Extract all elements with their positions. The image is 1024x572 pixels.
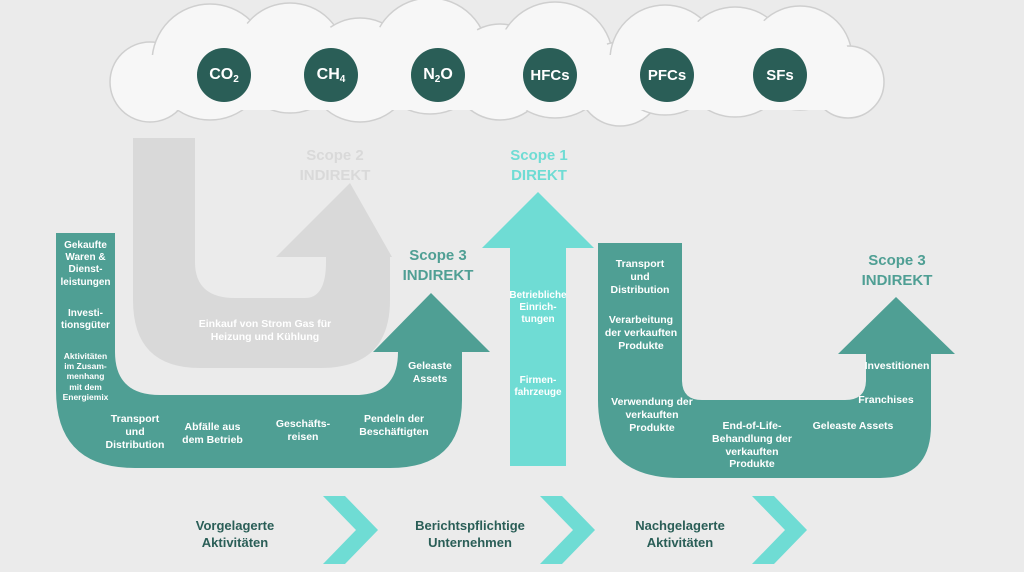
- upstream-item-waste: Abfälle aus dem Betrieb: [182, 421, 243, 446]
- scope2-label: Einkauf von Strom Gas für Heizung und Kü…: [198, 318, 332, 343]
- scope1-title: Scope 1 DIREKT: [510, 147, 568, 184]
- scope2-title: Scope 2 INDIREKT: [299, 147, 371, 184]
- stage-reporting-company-label: Berichtspflichtige Unternehmen: [415, 518, 525, 550]
- scope3-downstream-arrow: [598, 243, 955, 478]
- stage-upstream-label: Vorgelagerte Aktivitäten: [195, 518, 275, 550]
- scope3-downstream-title: Scope 3 INDIREKT: [861, 252, 933, 289]
- downstream-item-end-of-life: End-of-Life- Behandlung der verkauften P…: [712, 420, 792, 471]
- downstream-item-franchises: Franchises: [858, 394, 914, 406]
- gas-hfcs-badge: HFCs: [523, 48, 577, 102]
- upstream-item-purchased-goods: Gekaufte Waren & Dienst- leistungen: [60, 240, 111, 288]
- scope2-arrow: [133, 138, 392, 368]
- gas-pfcs-badge: PFCs: [640, 48, 694, 102]
- upstream-item-energy-activities: Aktivitäten im Zusam- menhang mit dem En…: [62, 351, 109, 402]
- scope1-item-vehicles: Firmen- fahrzeuge: [514, 375, 562, 399]
- scope1-item-facilities: Betriebliche Einrich- tungen: [509, 290, 567, 326]
- downstream-item-leased-assets: Geleaste Assets: [812, 420, 894, 432]
- downstream-item-use: Verwendung der verkauften Produkte: [611, 396, 693, 434]
- upstream-item-transport: Transport und Distribution: [105, 413, 165, 451]
- scope3-upstream-title: Scope 3 INDIREKT: [402, 247, 474, 284]
- downstream-item-processing: Verarbeitung der verkauften Produkte: [604, 314, 678, 352]
- upstream-item-capital-goods: Investi- tionsgüter: [61, 308, 110, 332]
- gas-sfs-badge: SFs: [753, 48, 807, 102]
- upstream-item-leased-assets: Geleaste Assets: [408, 360, 452, 385]
- chevron-icon-2: [540, 496, 595, 564]
- scope1-arrow: [482, 192, 594, 466]
- upstream-item-commuting: Pendeln der Beschäftigten: [359, 413, 429, 438]
- upstream-item-business-travel: Geschäfts- reisen: [275, 418, 331, 443]
- chevron-icon-1: [323, 496, 378, 564]
- chevron-icon-3: [752, 496, 807, 564]
- stage-downstream-label: Nachgelagerte Aktivitäten: [635, 518, 725, 550]
- downstream-item-investments: Investitionen: [864, 360, 930, 372]
- scope3-upstream-arrow: [56, 233, 490, 468]
- downstream-item-transport: Transport und Distribution: [610, 258, 670, 296]
